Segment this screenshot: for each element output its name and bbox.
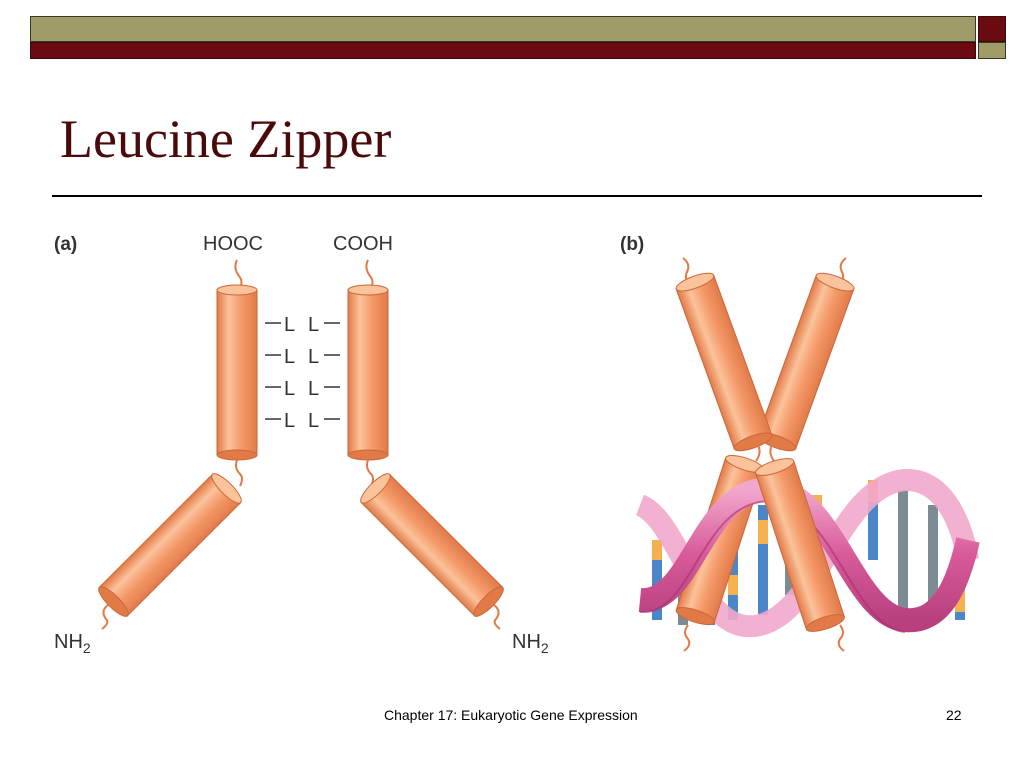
b-right-bottom-tail — [837, 624, 845, 652]
right-linker — [366, 459, 374, 487]
corner-square-maroon — [978, 16, 1006, 42]
b-right-lower-helix — [755, 458, 845, 632]
leucine-row-2: L L — [265, 346, 340, 368]
right-terminus-cooh: COOH — [333, 233, 393, 255]
left-linker — [235, 459, 243, 487]
right-bottom-tail — [493, 604, 501, 630]
leucine-row-3: L L — [265, 378, 340, 400]
left-bottom-tail — [101, 604, 109, 630]
left-terminus-hooc: HOOC — [203, 233, 263, 255]
maroon-bar — [30, 42, 976, 59]
svg-text:L: L — [284, 410, 295, 432]
leucine-row-4: L L — [265, 410, 340, 432]
svg-text:L: L — [284, 378, 295, 400]
left-diagonal-helix — [98, 473, 242, 617]
panel-a: (a) HOOC COOH L L L — [54, 233, 549, 656]
page-number: 22 — [946, 707, 962, 723]
left-nh2-label: NH2 — [54, 631, 91, 656]
leucine-zipper-diagram: (a) HOOC COOH L L L — [54, 233, 980, 656]
panel-a-label: (a) — [54, 234, 77, 255]
title-divider — [52, 195, 982, 197]
b-left-lower-helix — [675, 455, 765, 625]
leucine-pairs: L L L L L L L L — [265, 314, 340, 432]
b-right-linker — [769, 444, 775, 462]
svg-text:L: L — [284, 346, 295, 368]
panel-b-label: (b) — [620, 234, 644, 255]
svg-text:L: L — [308, 410, 319, 432]
panel-b: (b) — [620, 234, 980, 652]
svg-text:L: L — [308, 346, 319, 368]
svg-text:L: L — [308, 314, 319, 336]
corner-square-olive — [978, 42, 1006, 59]
left-helix-cylinder — [216, 284, 258, 461]
right-nh2-label: NH2 — [512, 631, 549, 656]
dna-front-ribbon-edge — [639, 500, 906, 633]
b-left-bottom-tail — [683, 624, 691, 652]
dna-front-ribbon — [638, 477, 980, 633]
svg-text:L: L — [284, 314, 295, 336]
right-helix-cylinder — [347, 284, 389, 461]
svg-text:L: L — [308, 378, 319, 400]
slide-title: Leucine Zipper — [60, 109, 392, 169]
right-diagonal-helix — [360, 473, 504, 617]
b-left-linker — [755, 444, 761, 462]
leucine-row-1: L L — [265, 314, 340, 336]
slide-footer: Chapter 17: Eukaryotic Gene Expression — [384, 707, 638, 723]
b-left-upper-helix — [675, 272, 773, 452]
b-right-upper-helix — [757, 272, 855, 452]
top-decorative-band — [30, 16, 1006, 59]
olive-bar — [30, 16, 976, 42]
